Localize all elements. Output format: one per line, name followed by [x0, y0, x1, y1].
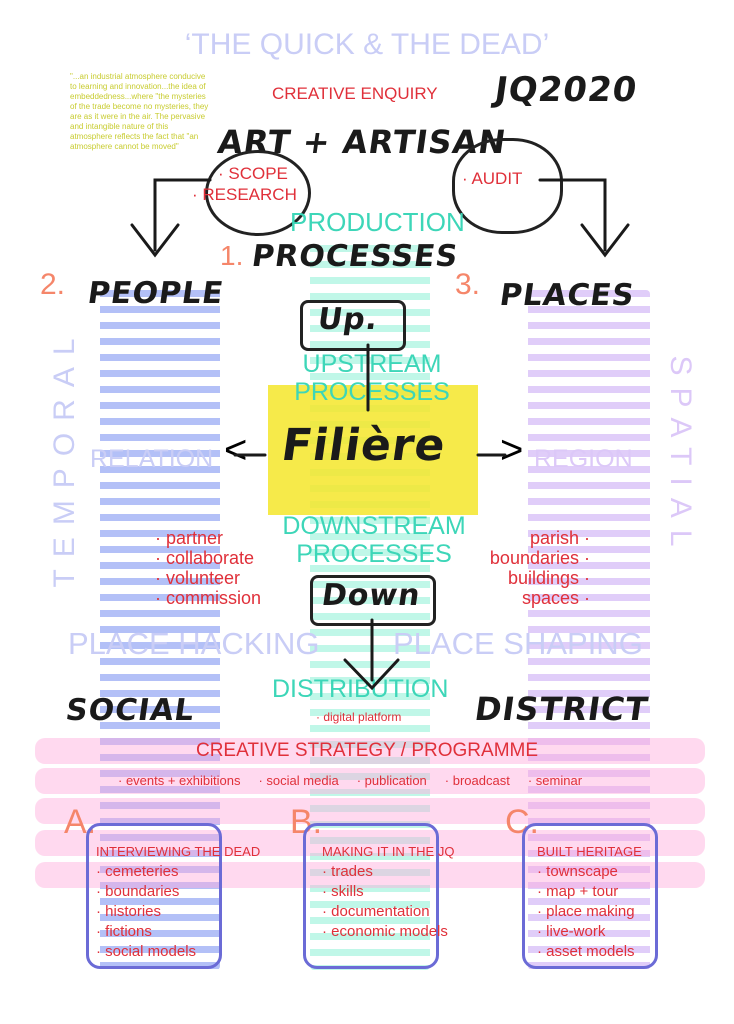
section-item: · map + tour [537, 883, 619, 900]
number-3: 3. [455, 268, 481, 301]
section-c-title: BUILT HERITAGE [537, 844, 642, 859]
people-item: · collaborate [155, 548, 255, 568]
number-1: 1. [220, 240, 244, 271]
programme-band [35, 798, 705, 824]
number-2: 2. [40, 268, 66, 301]
scope-circle [205, 150, 311, 236]
people-item: · volunteer [155, 568, 241, 588]
digital-platform-label: · digital platform [316, 710, 402, 724]
programme-band [35, 738, 705, 764]
audit-circle [452, 138, 563, 234]
section-item: · fictions [96, 923, 152, 940]
section-item: · cemeteries [96, 863, 179, 880]
up-box [300, 300, 406, 351]
left-arrow-icon: < [224, 428, 248, 472]
channel-item: · social media [258, 773, 339, 788]
section-item: · townscape [537, 863, 618, 880]
arrow-to-distribution-icon [343, 618, 400, 691]
page-title: ‘THE QUICK & THE DEAD’ [184, 28, 550, 61]
people-column-stripes [100, 290, 220, 970]
section-b-title: MAKING IT IN THE JQ [322, 844, 455, 859]
scope-label: · SCOPE [218, 164, 288, 183]
section-item: · boundaries [96, 883, 180, 900]
creative-strategy-title: CREATIVE STRATEGY / PROGRAMME [195, 740, 539, 761]
quote-text: "...an industrial atmosphere conducive t… [70, 72, 209, 151]
section-b: MAKING IT IN THE JQ · trades · skills · … [322, 842, 454, 942]
production-label: PRODUCTION [290, 207, 465, 237]
programme-band [35, 768, 705, 794]
region-label: REGION [534, 445, 633, 473]
right-arrow-icon: > [500, 428, 524, 472]
processes-column-stripes [310, 245, 430, 970]
section-item: · live-work [537, 923, 606, 940]
relation-label: RELATION [90, 445, 214, 473]
place-hacking-label: PLACE HACKING [68, 626, 320, 661]
section-item: · trades [322, 863, 373, 880]
programme-band [35, 862, 705, 888]
section-c: BUILT HERITAGE · townscape · map + tour … [537, 842, 642, 962]
section-item: · histories [96, 903, 162, 920]
section-a-box [86, 823, 222, 969]
people-item: · partner [155, 528, 224, 548]
places-column-stripes [528, 290, 650, 970]
filiere-highlight [268, 385, 478, 515]
people-list: · partner · collaborate · volunteer · co… [155, 528, 261, 608]
section-item: · documentation [322, 903, 430, 920]
downstream-processes-label: DOWNSTREAM PROCESSES [282, 512, 466, 568]
section-item: · skills [322, 883, 364, 900]
channel-item: · broadcast [444, 773, 510, 788]
places-list: parish · boundaries · buildings · spaces… [465, 528, 590, 608]
place-item: spaces · [521, 588, 590, 608]
channel-item: · publication [356, 773, 427, 788]
upstream-processes-label: UPSTREAM PROCESSES [294, 350, 450, 406]
people-item: · commission [155, 588, 262, 608]
channel-item: · events + exhibitions [118, 773, 241, 788]
section-a-title: INTERVIEWING THE DEAD [96, 844, 261, 859]
section-c-box [522, 823, 658, 969]
section-item: · asset models [537, 943, 635, 960]
place-item: boundaries · [489, 548, 590, 568]
place-shaping-label: PLACE SHAPING [393, 626, 643, 661]
audit-label: · AUDIT [462, 169, 523, 188]
research-label: · RESEARCH [192, 185, 297, 204]
channel-item: · seminar [527, 773, 583, 788]
place-item: parish · [529, 528, 590, 548]
place-item: buildings · [507, 568, 590, 588]
section-item: · social models [96, 943, 197, 960]
channels-list: · events + exhibitions · social media · … [118, 773, 582, 788]
creative-enquiry-label: CREATIVE ENQUIRY [272, 84, 438, 103]
distribution-label: DISTRIBUTION [272, 675, 449, 703]
section-item: · economic models [322, 923, 448, 940]
arrow-to-people-icon [130, 178, 212, 258]
section-b-box [303, 823, 439, 969]
section-a: INTERVIEWING THE DEAD · cemeteries · bou… [96, 842, 260, 962]
programme-band [35, 830, 705, 856]
arrow-to-places-icon [538, 178, 630, 258]
section-item: · place making [537, 903, 635, 920]
